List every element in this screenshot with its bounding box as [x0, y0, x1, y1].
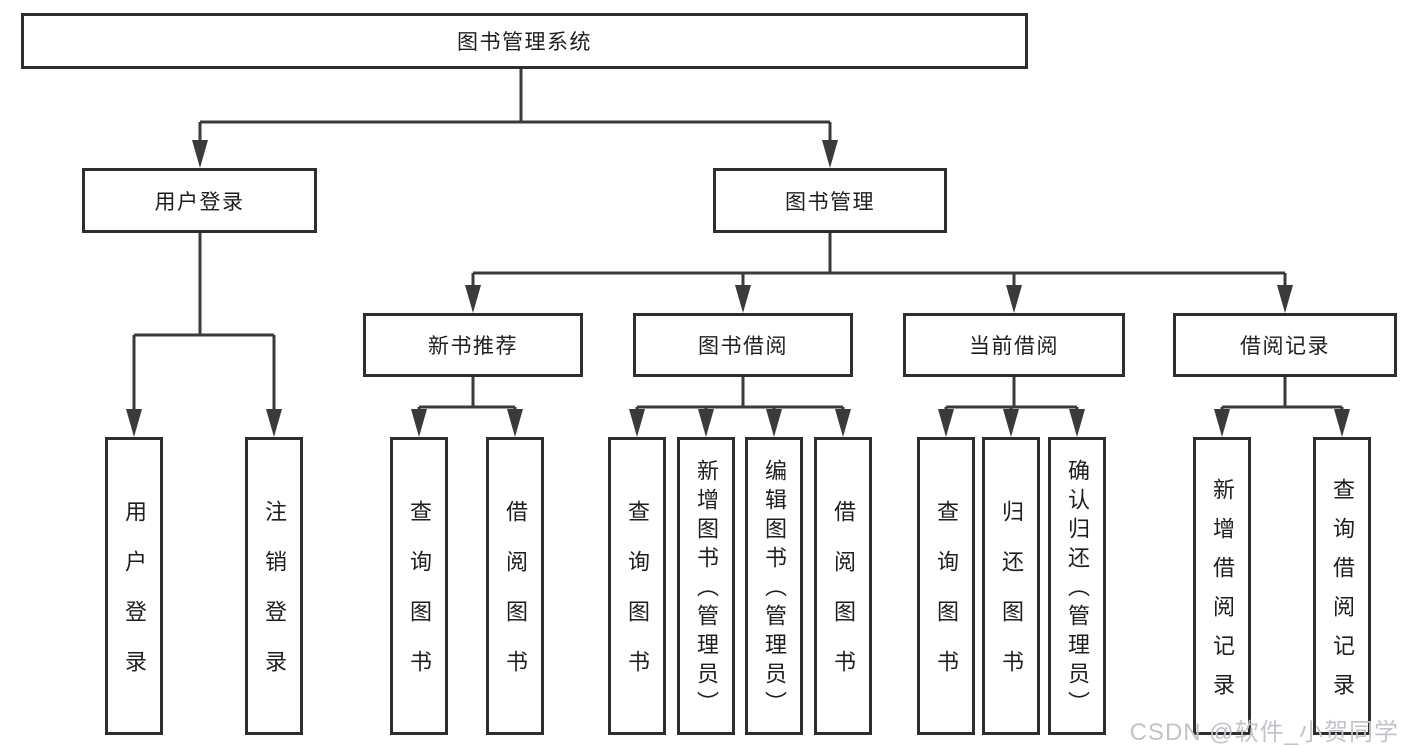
node-label: 用户登录 [154, 190, 245, 214]
leaf-query-books-recommend: 查询图书 [390, 437, 448, 735]
leaf-user-login: 用户登录 [105, 437, 163, 735]
leaf-label: 借阅图书 [503, 500, 528, 700]
leaf-confirm-return-admin: 确认归还（管理员） [1048, 437, 1106, 735]
leaf-borrow-books-recommend: 借阅图书 [486, 437, 544, 735]
leaf-borrow-books: 借阅图书 [814, 437, 872, 735]
leaf-label: 归还图书 [999, 500, 1024, 700]
node-label: 图书借阅 [698, 335, 788, 358]
leaf-label: 查询借阅记录 [1330, 477, 1355, 712]
leaf-label: 查询图书 [407, 500, 432, 700]
leaf-label: 编辑图书（管理员） [762, 459, 787, 720]
leaf-add-borrow-record: 新增借阅记录 [1193, 437, 1251, 735]
leaf-query-borrow-record: 查询借阅记录 [1313, 437, 1371, 735]
leaf-edit-books-admin: 编辑图书（管理员） [745, 437, 803, 735]
node-new-book-recommend: 新书推荐 [363, 313, 583, 377]
node-label: 图书管理系统 [457, 31, 592, 54]
watermark-text: CSDN @软件_小贺同学 [1129, 719, 1399, 746]
leaf-label: 借阅图书 [831, 500, 856, 700]
node-label: 借阅记录 [1240, 335, 1330, 358]
leaf-label: 查询图书 [625, 500, 650, 700]
leaf-logout: 注销登录 [245, 437, 303, 735]
node-borrow-records: 借阅记录 [1173, 313, 1397, 377]
node-label: 当前借阅 [969, 335, 1059, 358]
leaf-label: 查询图书 [934, 500, 959, 700]
leaf-query-books-borrow: 查询图书 [608, 437, 666, 735]
leaf-query-books-current: 查询图书 [917, 437, 975, 735]
node-label: 图书管理 [785, 190, 875, 214]
leaf-add-books-admin: 新增图书（管理员） [677, 437, 735, 735]
node-user-login: 用户登录 [82, 168, 317, 233]
leaf-label: 注销登录 [262, 500, 287, 700]
node-book-borrow: 图书借阅 [633, 313, 853, 377]
leaf-return-books: 归还图书 [982, 437, 1040, 735]
node-current-borrow: 当前借阅 [903, 313, 1125, 377]
leaf-label: 新增借阅记录 [1210, 477, 1235, 712]
leaf-label: 确认归还（管理员） [1065, 459, 1090, 720]
node-label: 新书推荐 [428, 335, 518, 358]
node-library-system: 图书管理系统 [21, 13, 1028, 69]
leaf-label: 新增图书（管理员） [694, 459, 719, 720]
arrowheads [126, 140, 1350, 437]
leaf-label: 用户登录 [122, 500, 147, 700]
node-book-management: 图书管理 [713, 168, 947, 233]
